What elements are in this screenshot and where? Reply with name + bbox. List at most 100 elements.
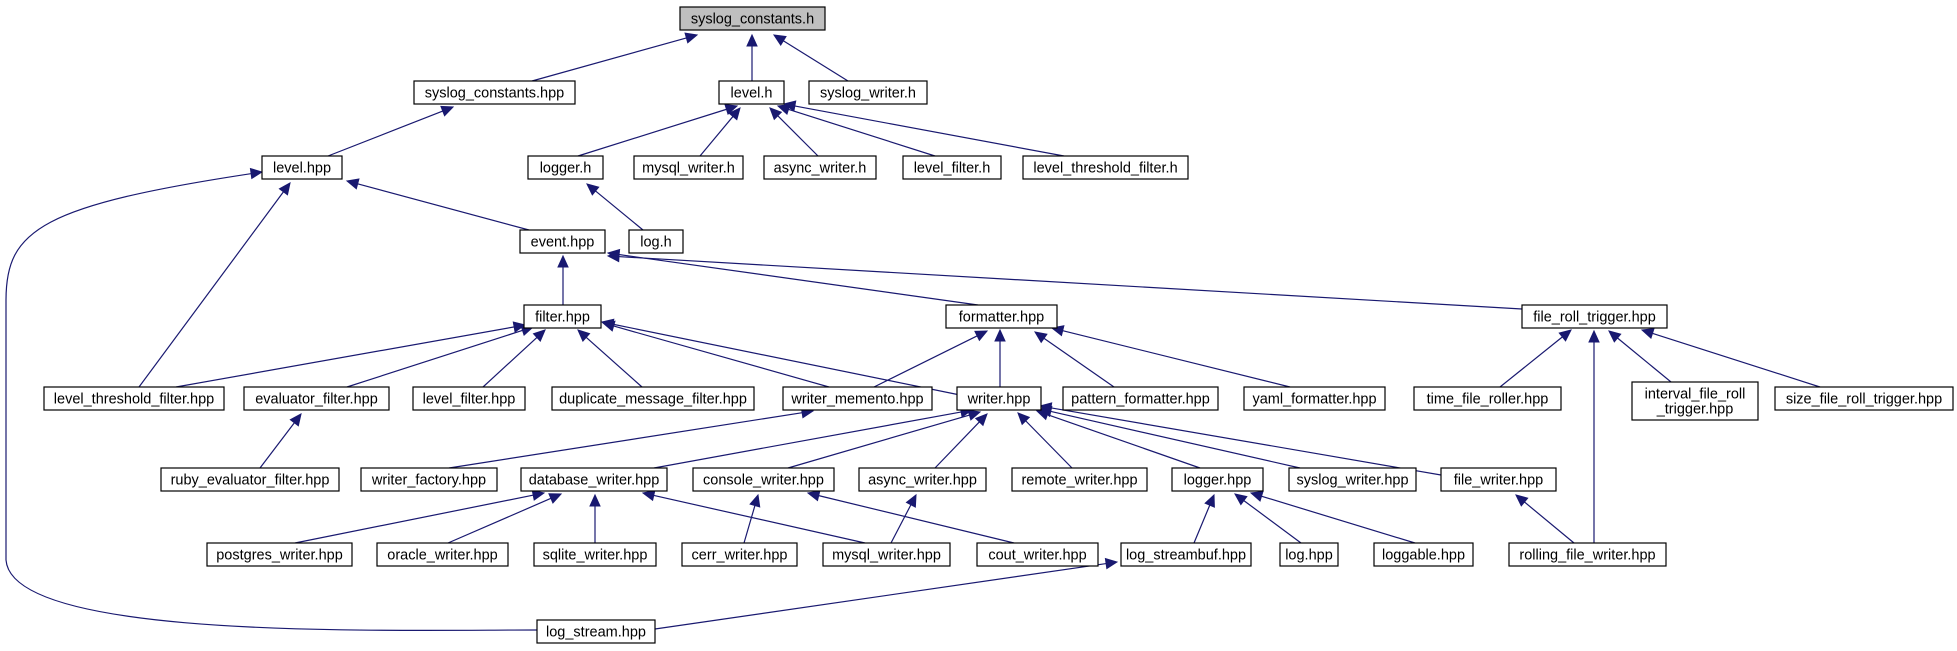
node-async-writer-hpp[interactable]: async_writer.hpp bbox=[858, 467, 987, 492]
node-label: level_filter.h bbox=[914, 161, 991, 177]
node-label: oracle_writer.hpp bbox=[387, 548, 497, 564]
node-mysql-writer-hpp[interactable]: mysql_writer.hpp bbox=[822, 542, 951, 567]
node-box bbox=[533, 542, 657, 567]
node-loggable-hpp[interactable]: loggable.hpp bbox=[1373, 542, 1474, 567]
node-logger-hpp[interactable]: logger.hpp bbox=[1171, 467, 1264, 492]
node-label: async_writer.hpp bbox=[868, 473, 977, 489]
node-event-hpp[interactable]: event.hpp bbox=[519, 229, 606, 254]
node-cout-writer-hpp[interactable]: cout_writer.hpp bbox=[976, 542, 1099, 567]
dependency-edge bbox=[1050, 325, 1291, 388]
dependency-edge bbox=[138, 182, 291, 388]
node-size-file-roll-trigger-hpp[interactable]: size_file_roll_trigger.hpp bbox=[1774, 386, 1954, 411]
node-box bbox=[679, 6, 826, 31]
node-level-threshold-filter-h[interactable]: level_threshold_filter.h bbox=[1022, 155, 1189, 180]
node-writer-hpp[interactable]: writer.hpp bbox=[956, 386, 1042, 411]
node-box bbox=[523, 304, 602, 329]
dependency-edge bbox=[606, 248, 979, 306]
node-level-threshold-filter-hpp[interactable]: level_threshold_filter.hpp bbox=[43, 386, 225, 411]
node-level-filter-hpp[interactable]: level_filter.hpp bbox=[412, 386, 526, 411]
node-cerr-writer-hpp[interactable]: cerr_writer.hpp bbox=[681, 542, 798, 567]
dependency-edge bbox=[577, 329, 643, 388]
node-box bbox=[718, 80, 785, 105]
node-log-streambuf-hpp[interactable]: log_streambuf.hpp bbox=[1120, 542, 1252, 567]
node-syslog-constants-hpp[interactable]: syslog_constants.hpp bbox=[413, 80, 576, 105]
node-log-stream-hpp[interactable]: log_stream.hpp bbox=[536, 619, 656, 644]
node-syslog-writer-h[interactable]: syslog_writer.h bbox=[808, 80, 928, 105]
node-box bbox=[1373, 542, 1474, 567]
node-time-file-roller-hpp[interactable]: time_file_roller.hpp bbox=[1413, 386, 1562, 411]
dependency-edge bbox=[294, 489, 546, 544]
node-oracle-writer-hpp[interactable]: oracle_writer.hpp bbox=[376, 542, 509, 567]
dependency-edge bbox=[1038, 405, 1301, 469]
dependency-edge bbox=[1234, 493, 1302, 544]
node-label: level_filter.hpp bbox=[423, 392, 516, 408]
node-box bbox=[902, 155, 1002, 180]
node-writer-memento-hpp[interactable]: writer_memento.hpp bbox=[782, 386, 933, 411]
node-syslog-writer-hpp[interactable]: syslog_writer.hpp bbox=[1288, 467, 1417, 492]
dependency-edge bbox=[606, 250, 1523, 310]
node-remote-writer-hpp[interactable]: remote_writer.hpp bbox=[1011, 467, 1148, 492]
node-yaml-formatter-hpp[interactable]: yaml_formatter.hpp bbox=[1243, 386, 1386, 411]
node-label: level_threshold_filter.hpp bbox=[54, 392, 214, 408]
node-postgres-writer-hpp[interactable]: postgres_writer.hpp bbox=[206, 542, 353, 567]
node-box bbox=[527, 155, 604, 180]
node-label: syslog_writer.h bbox=[820, 86, 916, 102]
node-box bbox=[692, 467, 835, 492]
node-formatter-hpp[interactable]: formatter.hpp bbox=[945, 304, 1058, 329]
node-label: writer.hpp bbox=[967, 392, 1031, 408]
node-box bbox=[763, 155, 877, 180]
dependency-edge bbox=[1035, 409, 1201, 469]
node-log-hpp[interactable]: log.hpp bbox=[1279, 542, 1339, 567]
node-mysql-writer-h[interactable]: mysql_writer.h bbox=[633, 155, 744, 180]
node-rolling-file-writer-hpp[interactable]: rolling_file_writer.hpp bbox=[1508, 542, 1667, 567]
node-sqlite-writer-hpp[interactable]: sqlite_writer.hpp bbox=[533, 542, 657, 567]
dependency-edge bbox=[641, 489, 866, 544]
node-level-hpp[interactable]: level.hpp bbox=[261, 155, 343, 180]
node-box bbox=[1440, 467, 1557, 492]
node-label: mysql_writer.h bbox=[642, 161, 735, 177]
node-evaluator-filter-hpp[interactable]: evaluator_filter.hpp bbox=[243, 386, 390, 411]
node-file-roll-trigger-hpp[interactable]: file_roll_trigger.hpp bbox=[1521, 304, 1668, 329]
dependency-edge bbox=[653, 406, 974, 469]
dependency-edge bbox=[787, 409, 982, 469]
node-filter-hpp[interactable]: filter.hpp bbox=[523, 304, 602, 329]
dependency-edge bbox=[782, 100, 1065, 157]
node-box bbox=[1022, 155, 1189, 180]
node-level-h[interactable]: level.h bbox=[718, 80, 785, 105]
node-label: database_writer.hpp bbox=[529, 473, 660, 489]
node-label: syslog_constants.hpp bbox=[425, 86, 564, 102]
node-box bbox=[1243, 386, 1386, 411]
node-syslog-constants-h[interactable]: syslog_constants.h bbox=[679, 6, 826, 31]
dependency-edge bbox=[175, 321, 527, 388]
node-box bbox=[43, 386, 225, 411]
node-box bbox=[858, 467, 987, 492]
node-label: syslog_constants.h bbox=[691, 12, 814, 28]
dependency-edge bbox=[890, 493, 917, 544]
node-label: cout_writer.hpp bbox=[988, 548, 1086, 564]
node-console-writer-hpp[interactable]: console_writer.hpp bbox=[692, 467, 835, 492]
node-ruby-evaluator-filter-hpp[interactable]: ruby_evaluator_filter.hpp bbox=[160, 467, 340, 492]
node-level-filter-h[interactable]: level_filter.h bbox=[902, 155, 1002, 180]
node-label: logger.hpp bbox=[1184, 473, 1252, 489]
node-box bbox=[681, 542, 798, 567]
node-box bbox=[360, 467, 498, 492]
node-interval-file-roll-trigger-hpp[interactable]: interval_file_roll_trigger.hpp bbox=[1631, 381, 1759, 421]
dependency-edge bbox=[772, 34, 849, 82]
node-duplicate-message-filter-hpp[interactable]: duplicate_message_filter.hpp bbox=[551, 386, 755, 411]
node-box bbox=[956, 386, 1042, 411]
node-pattern-formatter-hpp[interactable]: pattern_formatter.hpp bbox=[1062, 386, 1219, 411]
node-log-h[interactable]: log.h bbox=[628, 229, 684, 254]
dependency-edge bbox=[1640, 328, 1821, 388]
node-label: rolling_file_writer.hpp bbox=[1519, 548, 1655, 564]
node-box bbox=[261, 155, 343, 180]
node-file-writer-hpp[interactable]: file_writer.hpp bbox=[1440, 467, 1557, 492]
node-database-writer-hpp[interactable]: database_writer.hpp bbox=[520, 467, 668, 492]
node-label: log.h bbox=[640, 235, 671, 251]
node-logger-h[interactable]: logger.h bbox=[527, 155, 604, 180]
node-box bbox=[376, 542, 509, 567]
node-box bbox=[628, 229, 684, 254]
node-async-writer-h[interactable]: async_writer.h bbox=[763, 155, 877, 180]
node-writer-factory-hpp[interactable]: writer_factory.hpp bbox=[360, 467, 498, 492]
node-label: postgres_writer.hpp bbox=[216, 548, 343, 564]
node-label: writer_memento.hpp bbox=[790, 392, 923, 408]
